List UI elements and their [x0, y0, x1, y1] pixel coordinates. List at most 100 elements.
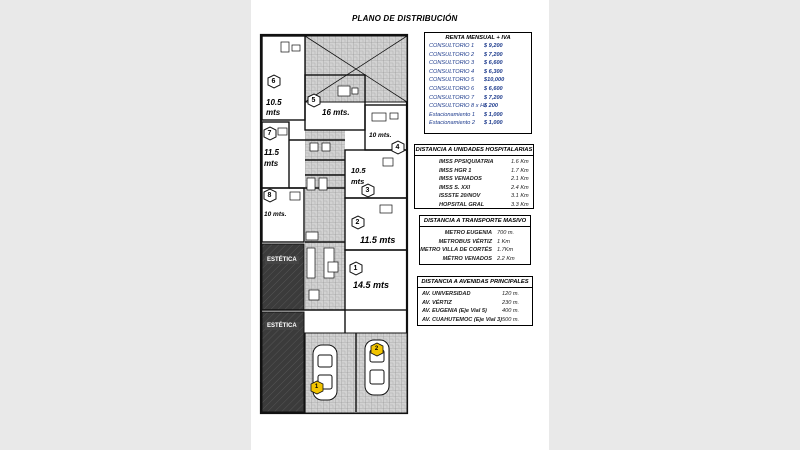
avenida-value: 400 m. — [502, 308, 520, 315]
room-number-8: 8 — [267, 192, 272, 199]
room-7-area: 11.5 — [264, 148, 279, 157]
transporte-row: MÉTRO VENADOS 2.2 Km — [420, 255, 530, 264]
renta-value: $ 200 — [484, 103, 498, 110]
room-3-area: 10.5 — [351, 166, 366, 175]
renta-row: CONSULTORIO 6$ 6,600 — [425, 85, 531, 94]
room-1-area: 14.5 mts — [353, 280, 390, 290]
renta-label: CONSULTORIO 8 x Hr. — [429, 103, 488, 110]
room-walls — [261, 35, 408, 412]
hospital-row: IMSS S. XXI 2.4 Km — [415, 184, 533, 193]
room-7-area-unit: mts — [264, 159, 279, 168]
renta-value: $ 9,200 — [484, 43, 503, 49]
transporte-value: 1 Km — [497, 238, 511, 245]
room-8-area: 10 mts. — [264, 211, 287, 218]
room-number-4: 4 — [395, 144, 400, 151]
transporte-table: DISTANCIA A TRANSPORTE MASIVO METRO EUGE… — [419, 215, 531, 265]
room-number-hexagons — [263, 74, 405, 276]
hospital-label: HOPSITAL GRAL — [439, 201, 485, 208]
furniture — [277, 41, 399, 301]
avenida-value: 500 m. — [502, 316, 520, 323]
hospitales-table: DISTANCIA A UNIDADES HOSPITALARIAS IMSS … — [414, 144, 534, 209]
renta-row: CONSULTORIO 3$ 6,600 — [425, 59, 531, 68]
car-1 — [312, 344, 338, 401]
hospital-label: IMSS HGR 1 — [439, 167, 472, 174]
parking-badge-2-shape — [370, 342, 384, 357]
transporte-label: METRO EUGENIA — [444, 230, 492, 236]
renta-value: $ 7,200 — [484, 51, 503, 58]
renta-value: $ 1,000 — [484, 111, 503, 118]
hospital-value: 2.4 Km — [511, 184, 529, 191]
plan-title: PLANO DE DISTRIBUCIÓN — [352, 14, 458, 23]
transporte-value: 1.7Km — [497, 247, 514, 254]
parking-number-2: 2 — [374, 346, 379, 352]
avenida-row: AV. CUAHUTEMOC (Eje Vial 3)500 m. — [418, 316, 532, 325]
transporte-value: 700 m. — [497, 230, 515, 236]
renta-value: $ 6,600 — [484, 60, 503, 67]
room-number-1: 1 — [353, 265, 358, 272]
transporte-row: METROBUS VÉRTIZ 1 Km — [420, 238, 530, 247]
transporte-label: METRO VILLA DE CORTÉS — [420, 247, 492, 254]
avenida-value: 230 m. — [502, 299, 520, 306]
avenida-label: AV. VÉRTIZ — [422, 299, 452, 306]
hospital-value: 3.3 Km — [511, 201, 529, 208]
hospital-value: 3.1 Km — [511, 193, 529, 200]
renta-value: $ 6,300 — [484, 68, 503, 75]
hospital-label: ISSSTE 20/NOV — [439, 193, 481, 200]
estetica-area-1 — [261, 243, 305, 311]
transporte-label: MÉTRO VENADOS — [442, 255, 492, 262]
avenida-value: 120 m. — [502, 291, 520, 297]
room-4-area: 10 mts. — [369, 132, 392, 139]
transporte-label: METROBUS VÉRTIZ — [438, 238, 492, 245]
renta-value: $ 1,000 — [484, 120, 503, 127]
hospital-row: IMSS HGR 1 1.7 Km — [415, 167, 533, 176]
hospital-value: 2.1 Km — [511, 176, 529, 183]
avenidas-header: DISTANCIA A AVENIDAS PRINCIPALES — [418, 277, 532, 288]
renta-value: $ 6,600 — [484, 85, 503, 92]
room-number-2: 2 — [355, 219, 360, 226]
hospital-label: IMSS PPSIQUIATRIA — [439, 159, 494, 165]
avenida-row: AV. VÉRTIZ 230 m. — [418, 299, 532, 308]
estetica-label-1: ESTÉTICA — [265, 256, 299, 264]
estetica-label-2: ESTÉTICA — [265, 322, 299, 330]
hospital-value: 1.6 Km — [511, 159, 529, 165]
room-5-area: 16 mts. — [322, 108, 350, 117]
hospital-row: HOPSITAL GRAL 3.3 Km — [415, 201, 533, 210]
renta-row: CONSULTORIO 7$ 7,200 — [425, 94, 531, 103]
renta-table: RENTA MENSUAL + IVA CONSULTORIO 1 $ 9,200… — [424, 32, 532, 134]
hospital-row: IMSS PPSIQUIATRIA 1.6 Km — [415, 158, 533, 167]
renta-row: CONSULTORIO 1 $ 9,200 — [425, 42, 531, 51]
room-3-area-unit: mts — [351, 177, 365, 186]
renta-label: Estacionamiento 1 — [429, 111, 476, 118]
avenidas-table: DISTANCIA A AVENIDAS PRINCIPALES AV. UNI… — [417, 276, 533, 326]
room-6-area-unit: mts — [266, 108, 281, 117]
transporte-value: 2.2 Km — [497, 255, 515, 262]
transporte-row: METRO VILLA DE CORTÉS 1.7Km — [420, 246, 530, 255]
renta-row: CONSULTORIO 4 $ 6,300 — [425, 68, 531, 77]
hospital-label: IMSS S. XXI — [439, 184, 471, 191]
renta-label: CONSULTORIO 7 — [429, 94, 475, 101]
parking-badge-1-shape — [310, 380, 324, 395]
renta-label: CONSULTORIO 2 — [429, 51, 475, 58]
renta-label: CONSULTORIO 1 — [429, 43, 475, 49]
renta-header: RENTA MENSUAL + IVA — [445, 35, 511, 41]
hospitales-header: DISTANCIA A UNIDADES HOSPITALARIAS — [415, 145, 533, 156]
renta-label: CONSULTORIO 4 — [429, 68, 475, 75]
renta-row: Estacionamiento 2$ 1,000 — [425, 119, 531, 128]
renta-row: CONSULTORIO 8 x Hr.$ 200 — [425, 102, 531, 111]
room-2-area: 11.5 mts — [360, 235, 396, 245]
avenida-label: AV. UNIVERSIDAD — [422, 291, 471, 297]
hospital-value: 1.7 Km — [511, 167, 529, 174]
room-number-7: 7 — [267, 130, 272, 137]
avenida-label: AV. CUAHUTEMOC (Eje Vial 3) — [422, 316, 502, 323]
avenida-label: AV. EUGENIA (Eje Vial 5) — [422, 308, 487, 315]
room-6-area: 10.5 — [266, 98, 282, 107]
avenida-row: AV. EUGENIA (Eje Vial 5) 400 m. — [418, 307, 532, 316]
room-number-6: 6 — [271, 78, 276, 85]
room-number-3: 3 — [365, 187, 370, 194]
hospital-row: ISSSTE 20/NOV 3.1 Km — [415, 192, 533, 201]
hall-tiles — [305, 130, 345, 310]
renta-row: CONSULTORIO 5$10,000 — [425, 76, 531, 85]
transporte-header: DISTANCIA A TRANSPORTE MASIVO — [420, 216, 530, 227]
